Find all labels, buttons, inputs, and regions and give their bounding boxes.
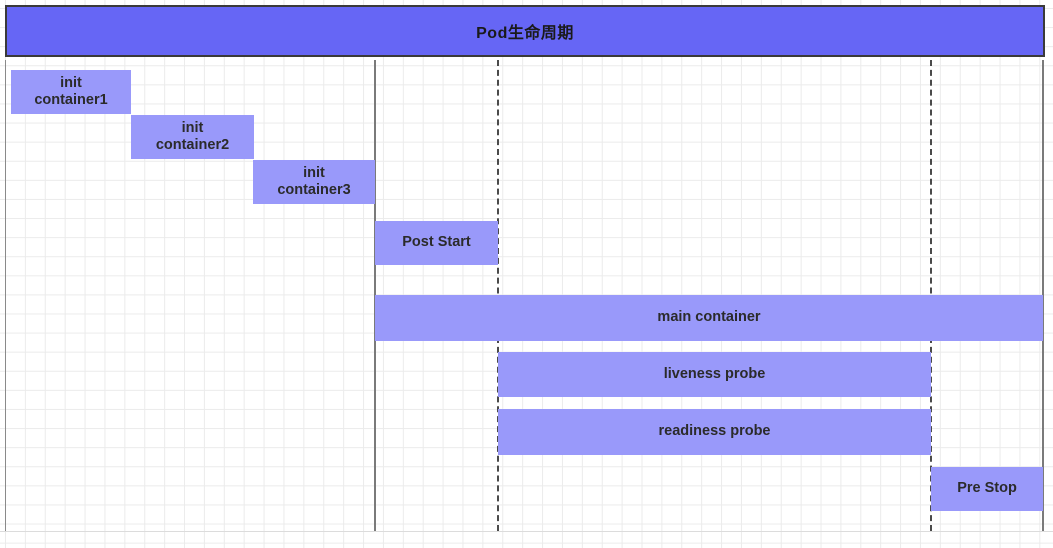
bar-init-container1[interactable]: init container1 (11, 70, 131, 114)
page-title: Pod生命周期 (476, 25, 574, 42)
bar-readiness-probe[interactable]: readiness probe (498, 409, 931, 455)
timeline-bottom-rule (0, 531, 1053, 532)
bar-post-start[interactable]: Post Start (375, 221, 498, 265)
timeline-left-edge (5, 60, 6, 531)
bar-init-container3[interactable]: init container3 (253, 160, 375, 204)
bar-liveness-probe[interactable]: liveness probe (498, 352, 931, 397)
bar-main-container[interactable]: main container (375, 295, 1043, 341)
diagram-title-banner: Pod生命周期 (5, 5, 1045, 57)
divider-right-edge (1042, 60, 1044, 531)
bar-pre-stop[interactable]: Pre Stop (931, 467, 1043, 511)
bar-init-container2[interactable]: init container2 (131, 115, 254, 159)
